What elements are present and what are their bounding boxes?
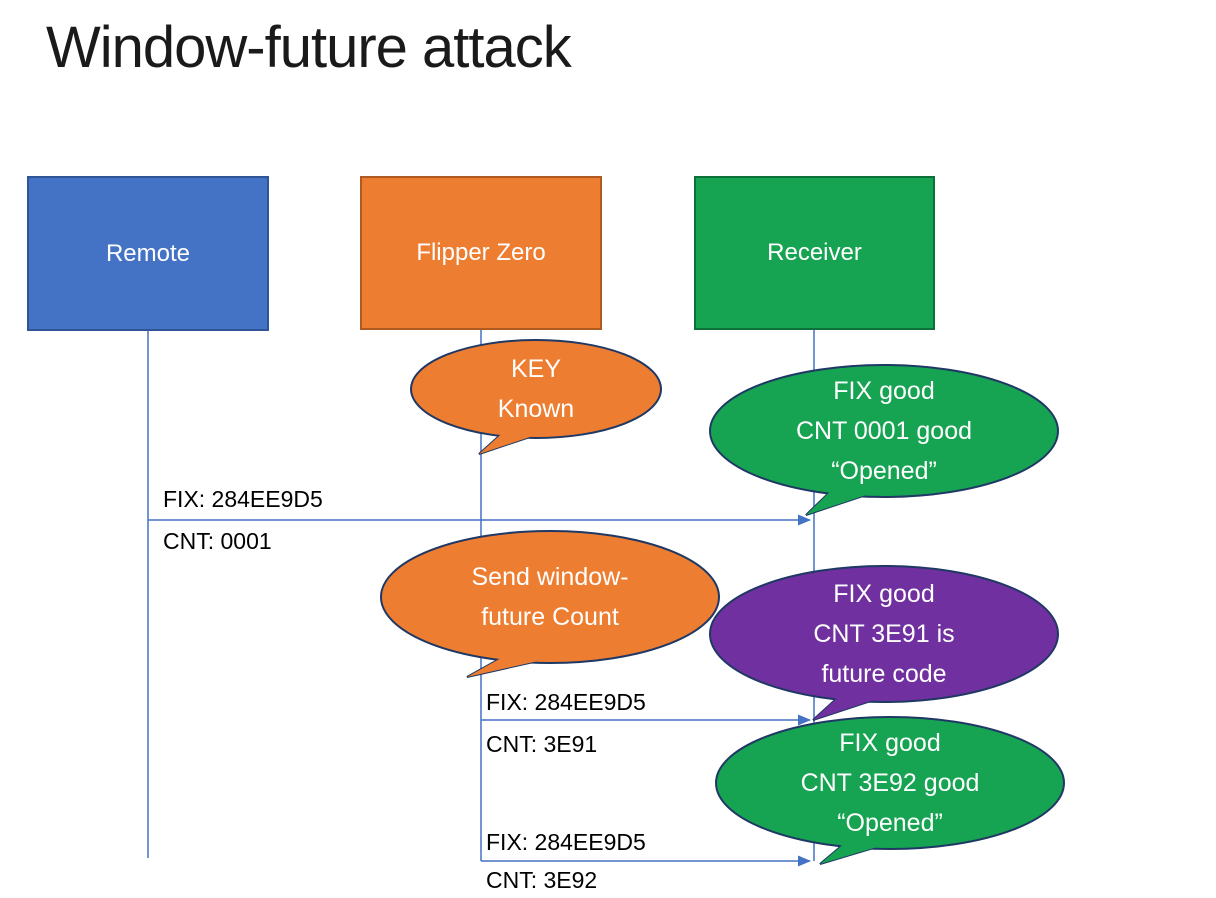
slide-title: Window-future attack (46, 15, 572, 80)
message-2-cnt-label: CNT: 3E91 (486, 731, 598, 757)
message-1-cnt-label: CNT: 0001 (163, 528, 272, 554)
callout-tail-cover (820, 837, 897, 864)
callout-tail-cover (479, 428, 551, 454)
callout-fix-cnt-3e92-good (715, 716, 1065, 865)
message-2-fix-label: FIX: 284EE9D5 (486, 689, 646, 715)
callout-tail-cover (813, 690, 892, 720)
callout-bubble (709, 565, 1059, 703)
remote-box (27, 176, 269, 331)
callout-tail-cover (467, 652, 556, 677)
callout-tail-cover (806, 484, 884, 515)
flipper-zero-box (360, 176, 602, 330)
message-1-fix-label: FIX: 284EE9D5 (163, 486, 323, 512)
message-3-cnt-label: CNT: 3E92 (486, 867, 598, 893)
callout-bubble (709, 364, 1059, 498)
callout-fix-cnt-3e91-future (709, 565, 1059, 721)
callout-send-window-future (380, 530, 720, 678)
message-3-fix-label: FIX: 284EE9D5 (486, 829, 646, 855)
callout-bubble (715, 716, 1065, 850)
callout-fix-cnt-0001-good (709, 364, 1059, 516)
callout-key-known (410, 339, 662, 455)
callout-bubble (410, 339, 662, 439)
receiver-box (694, 176, 935, 330)
callout-bubble (380, 530, 720, 664)
